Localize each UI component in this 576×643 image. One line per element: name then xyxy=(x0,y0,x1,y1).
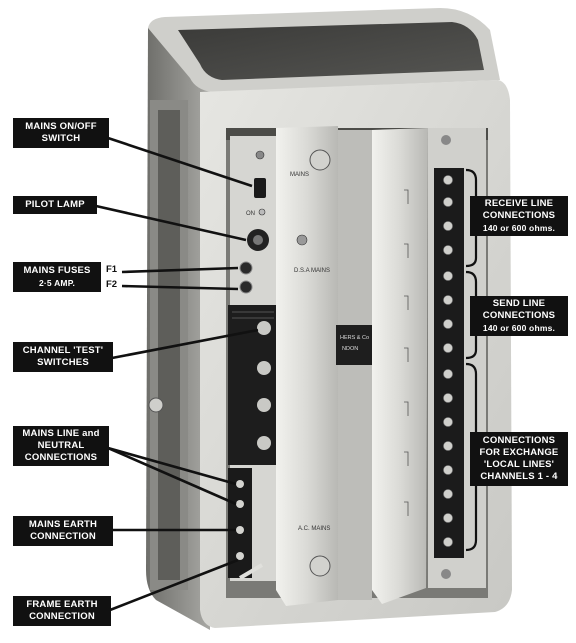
test-switch-1 xyxy=(257,321,271,335)
label-mains-fuses-line1: MAINS FUSES xyxy=(23,265,91,276)
arrow-line-1 xyxy=(107,446,237,486)
label-mains-fuses: MAINS FUSES 2·5 AMP. xyxy=(13,262,101,292)
label-mains-switch: MAINS ON/OFF SWITCH xyxy=(13,118,109,148)
ac-mains-text: A.C. MAINS xyxy=(298,526,330,532)
label-mains-switch-line1: MAINS ON/OFF xyxy=(25,121,97,132)
fuse-f2 xyxy=(239,280,253,294)
switch-on-text: ON xyxy=(246,211,255,217)
label-receive-line-line2: CONNECTIONS xyxy=(482,210,556,221)
arrow-fuse-f2 xyxy=(121,284,239,291)
label-mains-switch-line2: SWITCH xyxy=(41,133,81,144)
arrow-test-switch xyxy=(111,328,259,360)
arrow-mains-switch xyxy=(107,136,253,188)
label-mains-earth: MAINS EARTH CONNECTION xyxy=(13,516,113,546)
maker-plate xyxy=(336,325,372,365)
arrow-line-2 xyxy=(107,446,237,506)
arrow-fuse-f1 xyxy=(121,266,239,274)
label-frame-earth: FRAME EARTH CONNECTION xyxy=(13,596,111,626)
city-text: NDON xyxy=(342,346,358,352)
label-send-line: SEND LINE CONNECTIONS 140 or 600 ohms. xyxy=(470,296,568,336)
label-exchange-line3: 'LOCAL LINES' xyxy=(483,459,555,470)
label-channel-test-line2: SWITCHES xyxy=(37,357,89,368)
test-switch-4 xyxy=(257,436,271,450)
arrow-pilot-lamp xyxy=(95,204,247,242)
label-receive-line-line1: RECEIVE LINE xyxy=(484,198,554,209)
label-channel-test-line1: CHANNEL 'TEST' xyxy=(22,345,104,356)
label-receive-line-line3: 140 or 600 ohms. xyxy=(482,223,556,233)
label-send-line-line3: 140 or 600 ohms. xyxy=(482,323,556,333)
cabinet-top-inset xyxy=(178,22,484,80)
plug-in-panel-1 xyxy=(276,126,338,606)
label-exchange-line2: FOR EXCHANGE xyxy=(479,447,559,458)
dsa-mains-text: D.S.A MAINS xyxy=(294,268,330,274)
mains-switch xyxy=(254,178,266,198)
label-mains-line: MAINS LINE and NEUTRAL CONNECTIONS xyxy=(13,426,109,466)
label-mains-line-line1: MAINS LINE and xyxy=(22,428,100,439)
label-frame-earth-line2: CONNECTION xyxy=(29,611,95,622)
label-mains-earth-line2: CONNECTION xyxy=(30,531,96,542)
plug-in-panel-2 xyxy=(372,128,428,604)
test-switch-2 xyxy=(257,361,271,375)
label-exchange-line4: CHANNELS 1 - 4 xyxy=(480,471,558,482)
fuse-f1 xyxy=(239,261,253,275)
fuse-f2-label: F2 xyxy=(106,279,118,290)
label-exchange-line1: CONNECTIONS xyxy=(482,435,556,446)
fuse-f1-label: F1 xyxy=(106,264,118,275)
label-receive-line: RECEIVE LINE CONNECTIONS 140 or 600 ohms… xyxy=(470,196,568,236)
arrow-frame-earth xyxy=(109,558,239,612)
mains-text: MAINS xyxy=(290,172,309,178)
label-mains-line-line2: NEUTRAL xyxy=(37,440,85,451)
label-mains-earth-line1: MAINS EARTH xyxy=(28,519,98,530)
label-mains-line-line3: CONNECTIONS xyxy=(24,452,98,463)
label-send-line-line1: SEND LINE xyxy=(492,298,546,309)
label-send-line-line2: CONNECTIONS xyxy=(482,310,556,321)
label-frame-earth-line1: FRAME EARTH xyxy=(26,599,98,610)
maker-text: HERS & Co xyxy=(340,335,369,341)
test-switch-3 xyxy=(257,398,271,412)
label-mains-fuses-line2: 2·5 AMP. xyxy=(38,278,76,288)
label-channel-test: CHANNEL 'TEST' SWITCHES xyxy=(13,342,113,372)
label-pilot-lamp: PILOT LAMP xyxy=(13,196,97,214)
label-pilot-lamp-line1: PILOT LAMP xyxy=(25,199,85,210)
label-exchange: CONNECTIONS FOR EXCHANGE 'LOCAL LINES' C… xyxy=(470,432,568,486)
